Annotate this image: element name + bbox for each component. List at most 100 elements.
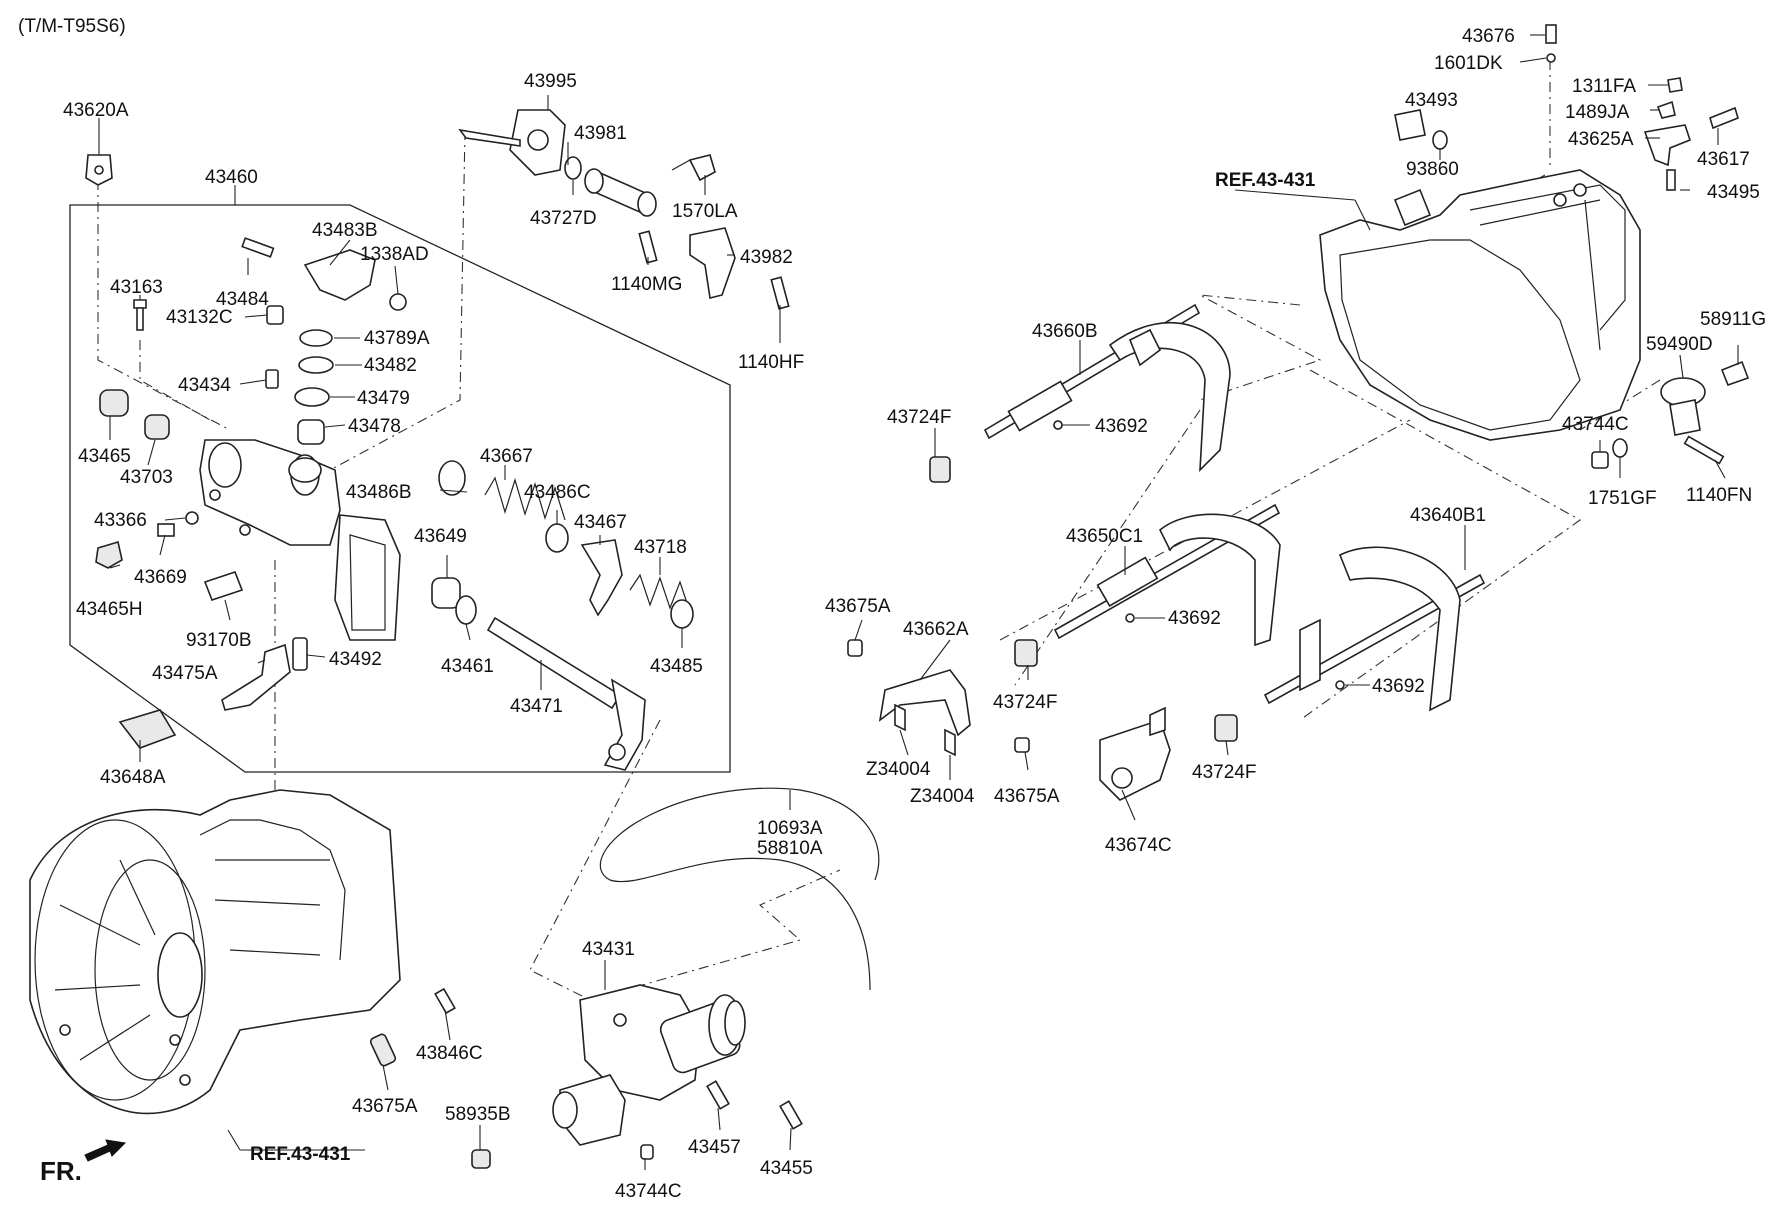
washer-43486C [545,523,569,553]
plug-43703 [144,414,170,440]
plug-43675A [369,1033,397,1067]
detent-plug-43724F [1014,639,1038,667]
shift-control-group-frame [69,204,731,773]
bolt-1140FN [1683,435,1725,465]
part-label: 43640B1 [1410,505,1486,526]
washer-93860 [1432,130,1448,150]
shift-lug-43674C [1099,706,1171,801]
part-label: 58911G [1700,309,1766,330]
bushing-43981 [584,168,657,217]
part-label: 43485 [650,656,703,677]
part-label: 59490D [1646,334,1713,355]
bolt-43455 [779,1100,803,1130]
part-label: 10693A [757,818,823,839]
bolt-43495 [1666,169,1676,191]
spring-43667 [484,476,566,521]
part-label: 43676 [1462,26,1515,47]
bushing-43132C [266,305,284,325]
part-label: 43674C [1105,835,1172,856]
part-label: 43482 [364,355,417,376]
spring-43366 [185,511,199,525]
bracket-43625A [1643,124,1691,167]
part-label: 43692 [1372,676,1425,697]
lever-43467 [580,539,623,617]
nut-1338AD [389,293,407,311]
part-label: Z34004 [910,786,975,807]
part-label: 43483B [312,220,378,241]
shift-rail-43640B1 [1263,546,1486,712]
lever-43475A [221,643,291,711]
part-label: 1311FA [1572,76,1636,97]
cap-43465H [95,540,123,569]
part-label: 43617 [1697,149,1750,170]
part-label: 43744C [1562,414,1629,435]
connector-line [329,129,466,471]
connector-line [1299,369,1582,721]
ring-43482 [298,356,334,374]
front-direction-arrow [84,1139,127,1162]
part-label: 43163 [110,277,163,298]
part-label: 43692 [1168,608,1221,629]
part-label: 43692 [1095,416,1148,437]
part-number-labels: 43620A 43460 43483B 1338AD 43163 43484 4… [63,26,1766,1202]
part-label: 93860 [1406,159,1459,180]
bracket-43483B [303,249,376,301]
part-label: 43457 [688,1137,741,1158]
front-label: FR. [40,1156,82,1186]
transmission-rear-case [1319,169,1641,441]
sensor-93170B [203,571,244,601]
bolt-43457 [706,1080,730,1110]
part-label: 43649 [414,526,467,547]
detent-plug-43724F [929,456,951,483]
stud-43484 [241,237,275,258]
part-label: 43625A [1568,129,1634,150]
ref-label-rear-case: REF.43-431 [1215,170,1316,191]
part-label: 43486B [346,482,412,503]
connector-line [139,340,211,421]
part-label: 43669 [134,567,187,588]
part-label: 43789A [364,328,430,349]
part-label: 1601DK [1434,53,1503,74]
part-label: 43431 [582,939,635,960]
part-label: 43620A [63,100,129,121]
part-label: 43724F [993,692,1057,713]
part-label: 43744C [615,1181,682,1202]
part-label: 43465H [76,599,143,620]
leader-lines [98,34,1739,1170]
plug-43744C [640,1144,654,1160]
part-label: 43478 [348,416,401,437]
connector-line [529,719,841,1001]
seal-43486B [438,460,466,496]
ball-1601DK [1546,53,1556,63]
part-label: 43667 [480,446,533,467]
part-label: 43493 [1405,90,1458,111]
part-label: 43495 [1707,182,1760,203]
pin-43492 [292,637,308,671]
cap-43620A [85,154,113,186]
washer-43727D [564,156,582,180]
part-label: 43366 [94,510,147,531]
part-label: 1338AD [360,244,429,265]
bracket-43982 [689,227,736,299]
bolt-43617 [1709,106,1739,130]
part-label: 43648A [100,767,166,788]
shaft-43471 [486,616,646,771]
part-label: 1489JA [1565,102,1630,123]
part-label: 43703 [120,467,173,488]
part-label: 43467 [574,512,627,533]
part-label: 43479 [357,388,410,409]
transmission-front-case [29,789,401,1115]
part-label: 1751GF [1588,488,1657,509]
part-label: 58810A [757,838,823,859]
spring-43718 [629,573,691,613]
part-label: 43650C1 [1066,526,1143,547]
plug-43493 [1394,109,1426,141]
part-label: 43660B [1032,321,1098,342]
shift-rail-43660B [983,303,1231,473]
clip-1489JA [1656,100,1676,119]
ref-label-front-case: REF.43-431 [250,1144,351,1165]
part-label: Z34004 [866,759,931,780]
shift-selector-43431 [552,984,746,1146]
part-label: 43492 [329,649,382,670]
part-label: 43486C [524,482,591,503]
